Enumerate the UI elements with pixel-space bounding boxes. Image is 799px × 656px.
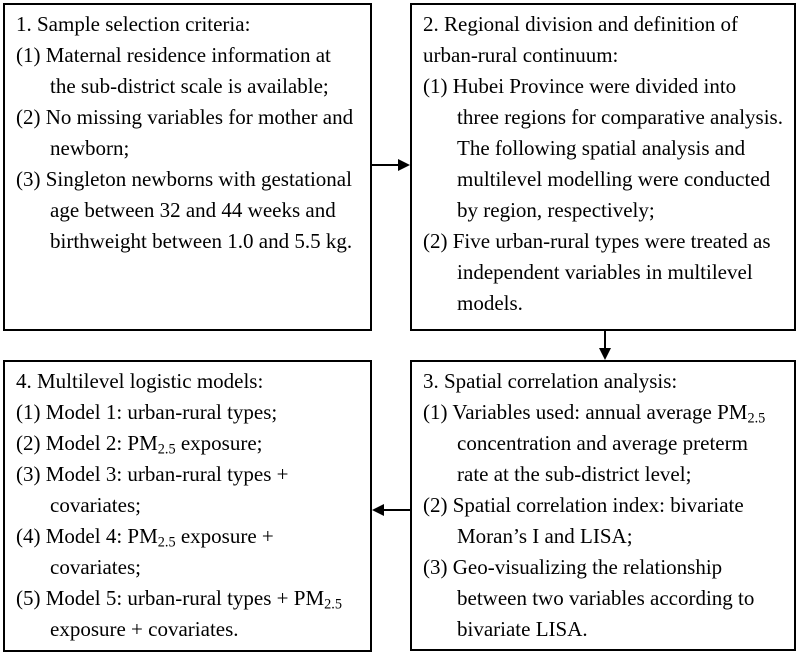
list-item-line: (1) Model 1: urban-rural types; [16, 400, 278, 424]
list-item-line: (3) Model 3: urban-rural types + [16, 462, 289, 486]
arrow-right-shaft [372, 164, 399, 166]
box-multilevel-models: 4. Multilevel logistic models: (1) Model … [3, 360, 372, 652]
list-item-line: by region, respectively; [457, 198, 655, 222]
list-item-line: exposure + covariates. [50, 617, 239, 641]
arrow-right-icon [398, 159, 410, 171]
list-item-line: three regions for comparative analysis. [457, 105, 783, 129]
list-item-line: (2) Five urban-rural types were treated … [423, 229, 771, 253]
list-item-line: between two variables according to [457, 586, 755, 610]
list-item-line: (4) Model 4: PM2.5 exposure + [16, 524, 274, 551]
list-item-line: covariates; [50, 493, 141, 517]
list-item-line: (5) Model 5: urban-rural types + PM2.5 [16, 586, 342, 613]
list-item-line: rate at the sub-district level; [457, 462, 692, 486]
list-item-line: (1) Variables used: annual average PM2.5 [423, 400, 766, 427]
list-item-line: (3) Geo-visualizing the relationship [423, 555, 723, 579]
list-item-line: (2) Model 2: PM2.5 exposure; [16, 431, 263, 458]
list-item-line: The following spatial analysis and [457, 136, 746, 160]
arrow-down-shaft [604, 331, 606, 349]
list-item-line: (2) No missing variables for mother and [16, 105, 354, 129]
box-sample-selection-criteria: 1. Sample selection criteria: (1) Materna… [3, 3, 372, 331]
list-item-line: (3) Singleton newborns with gestational [16, 167, 352, 191]
arrow-left-icon [372, 504, 384, 516]
box-spatial-correlation: 3. Spatial correlation analysis: (1) Vari… [410, 360, 796, 651]
list-item-line: age between 32 and 44 weeks and [50, 198, 336, 222]
list-item-line: (1) Hubei Province were divided into [423, 74, 737, 98]
list-item-line: (1) Maternal residence information at [16, 43, 331, 67]
list-item-line: concentration and average preterm [457, 431, 748, 455]
box-title-line: 2. Regional division and definition of [423, 12, 738, 36]
arrow-down-icon [599, 348, 611, 360]
list-item-line: the sub-district scale is available; [50, 74, 329, 98]
list-item-line: independent variables in multilevel [457, 260, 753, 284]
list-item-line: covariates; [50, 555, 141, 579]
box-title-line: 3. Spatial correlation analysis: [423, 369, 678, 393]
list-item-line: bivariate LISA. [457, 617, 588, 641]
list-item-line: multilevel modelling were conducted [457, 167, 771, 191]
box-regional-division: 2. Regional division and definition of ur… [410, 3, 796, 331]
box-title-line: urban-rural continuum: [423, 43, 619, 67]
list-item-line: newborn; [50, 136, 130, 160]
list-item-line: (2) Spatial correlation index: bivariate [423, 493, 744, 517]
list-item-line: models. [457, 291, 523, 315]
list-item-line: Moran’s I and LISA; [457, 524, 633, 548]
box-title-line: 4. Multilevel logistic models: [16, 369, 264, 393]
arrow-left-shaft [383, 509, 410, 511]
box-title-line: 1. Sample selection criteria: [16, 12, 251, 36]
list-item-line: birthweight between 1.0 and 5.5 kg. [50, 229, 353, 253]
